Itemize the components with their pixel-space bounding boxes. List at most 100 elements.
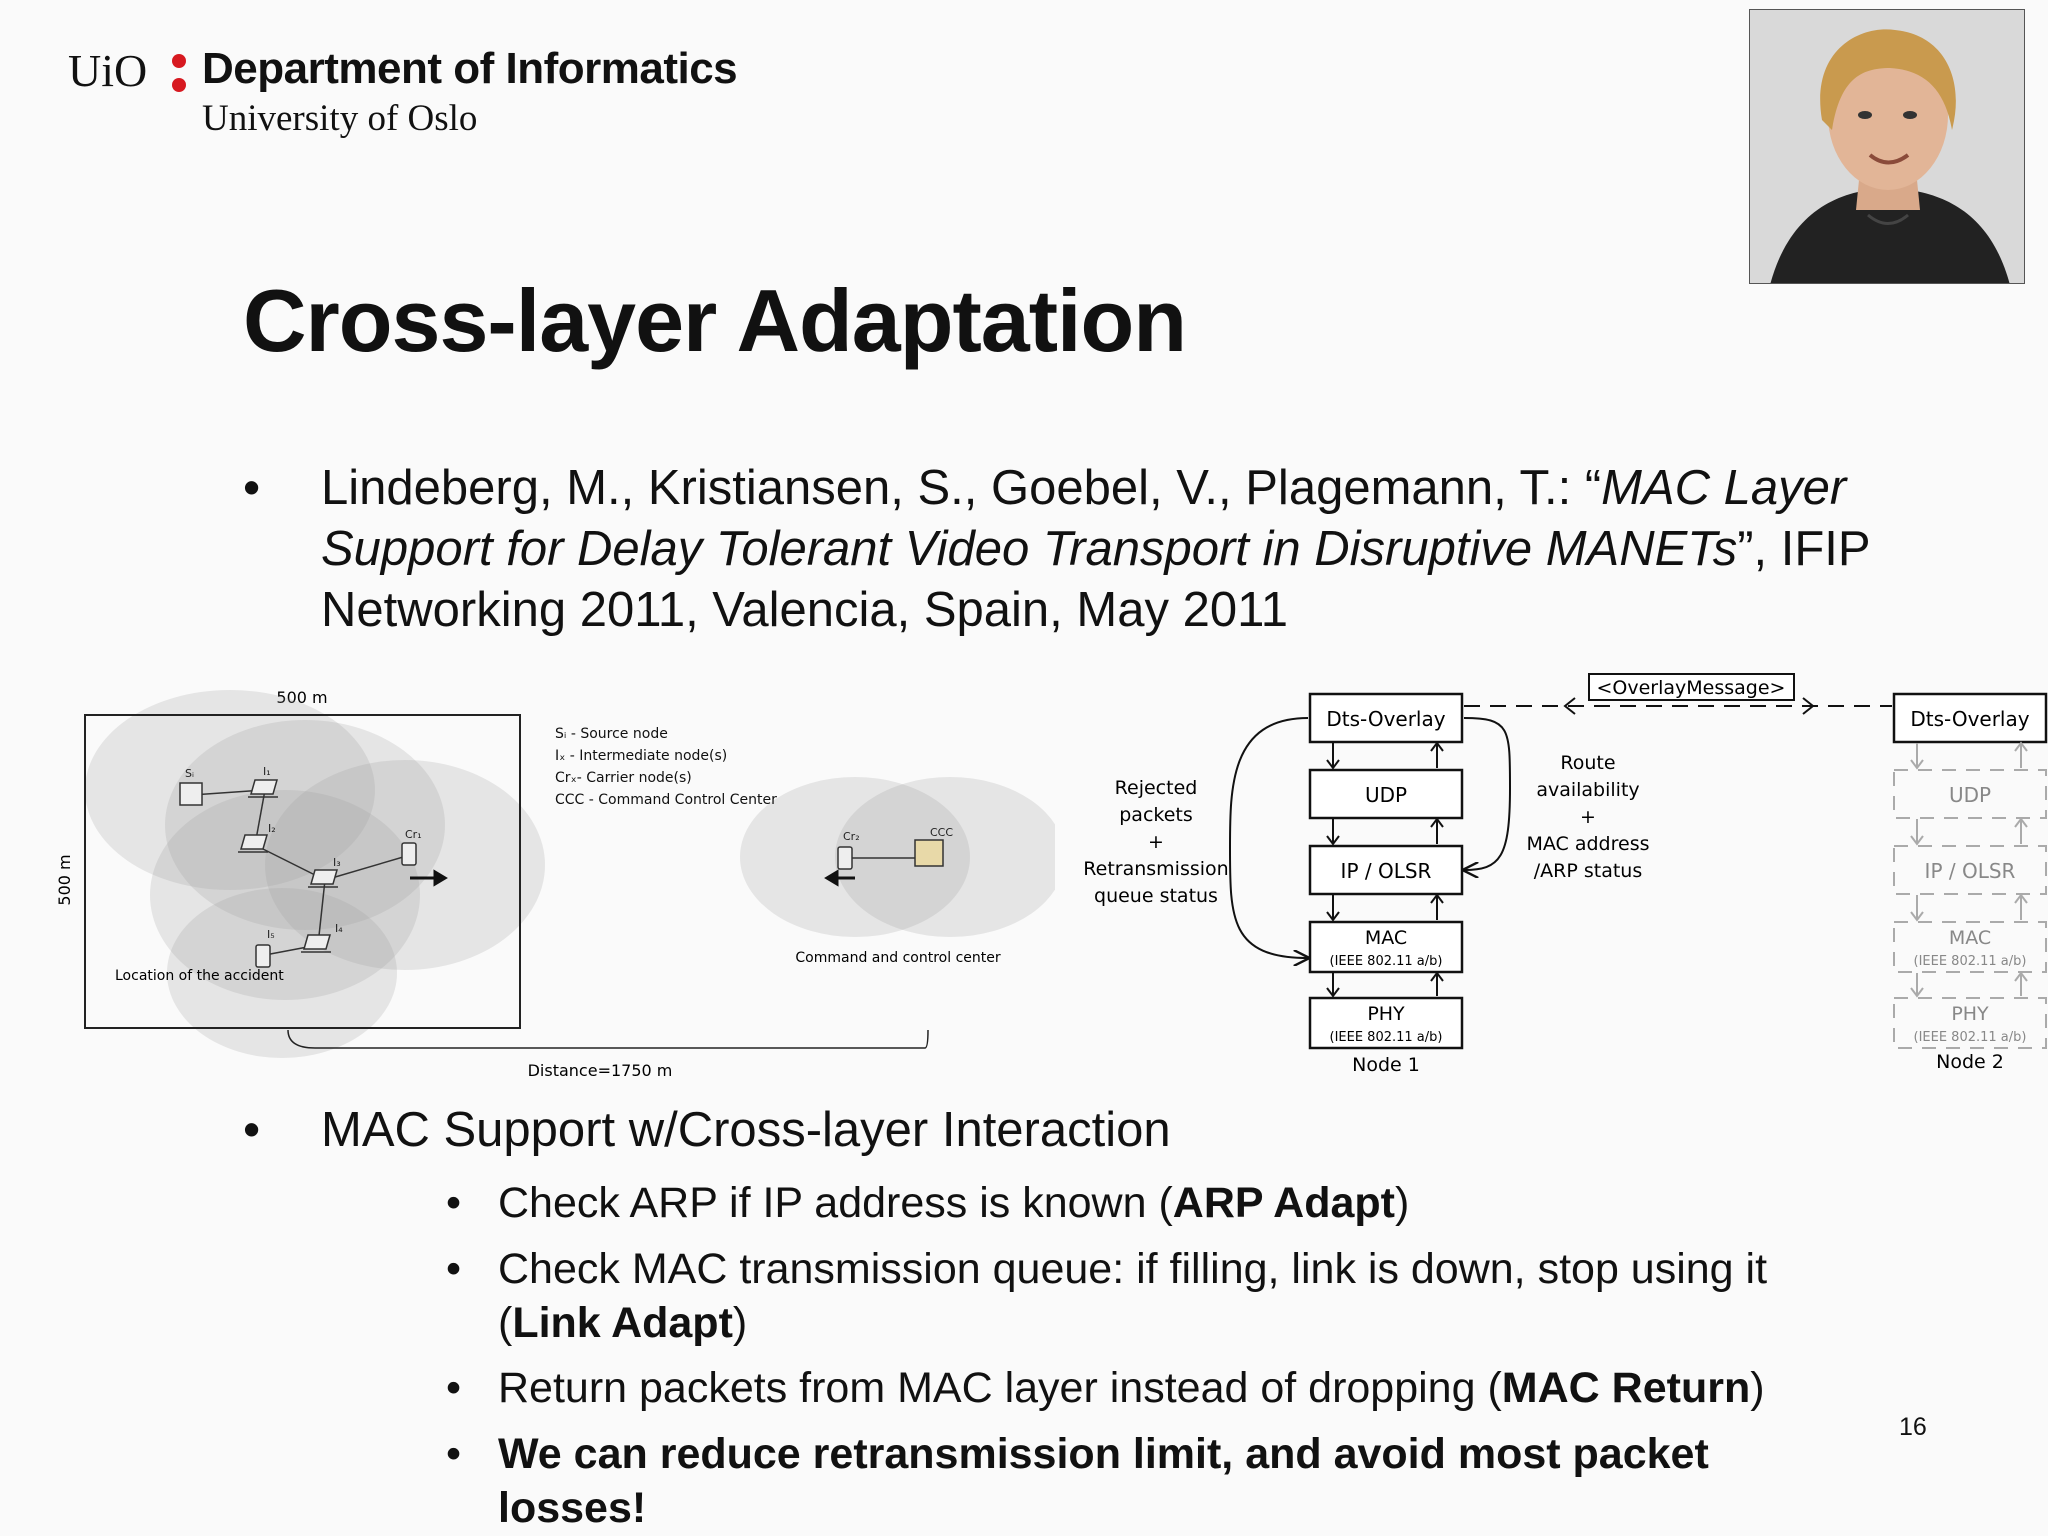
legend-item: CCC - Command Control Center: [555, 792, 777, 808]
logo-uio: UiO: [68, 45, 148, 96]
right-annotation: Route availability + MAC address /ARP st…: [1526, 752, 1649, 882]
annotation-line: /ARP status: [1534, 860, 1642, 882]
laptop-i4-icon: [301, 934, 331, 953]
university-name: University of Oslo: [202, 98, 478, 139]
annotation-line: +: [1580, 806, 1596, 828]
node1-label: Node 1: [1352, 1054, 1420, 1076]
subbullet-text: ): [1750, 1364, 1765, 1412]
node1-layer-name: IP / OLSR: [1341, 859, 1432, 883]
subbullet-emphasis: ARP Adapt: [1172, 1179, 1395, 1227]
legend-item: Iₓ - Intermediate node(s): [555, 748, 727, 764]
annotation-line: Route: [1560, 752, 1615, 774]
ccc-building-icon: [914, 839, 944, 867]
reference-venue: ”, IFIP Networking 2011, Valencia, Spain…: [321, 522, 1870, 637]
node1-layer-name: Dts-Overlay: [1326, 707, 1445, 731]
annotation-line: Retransmission: [1083, 858, 1228, 880]
laptop-i2-icon: [238, 834, 268, 853]
accident-label: Location of the accident: [115, 968, 284, 984]
overlay-message-box: [1588, 673, 1795, 701]
subbullet-emphasis: We can reduce retransmission limit, and …: [498, 1430, 1709, 1532]
node1-ip-box: [1308, 844, 1464, 896]
rejected-packets-curve: [1229, 717, 1308, 958]
subbullet-text: ): [1394, 1179, 1410, 1227]
node2-layer-name: MAC: [1949, 927, 1991, 949]
node1-layer-sub: (IEEE 802.11 a/b): [1330, 1030, 1443, 1045]
node1-udp-box: [1308, 768, 1464, 820]
bullet-marker: •: [243, 461, 261, 515]
bullet-marker: •: [446, 1430, 462, 1478]
node2-stack: Dts-Overlay UDP IP / OLSR MAC (IEEE 802.…: [1892, 692, 2048, 1073]
node2-layer-name: PHY: [1951, 1003, 1989, 1025]
label-i5: I₅: [267, 928, 275, 941]
subbullet-text: Check ARP if IP address is known (: [498, 1179, 1173, 1227]
page-number: 16: [1899, 1413, 1927, 1441]
legend: Sᵢ - Source node Iₓ - Intermediate node(…: [555, 726, 777, 808]
node1-phy-box: [1308, 996, 1464, 1050]
width-label: 500 m: [276, 688, 327, 707]
node1-layer-name: MAC: [1365, 927, 1407, 949]
label-i2: I₂: [268, 822, 276, 835]
label-s: Sᵢ: [185, 767, 194, 780]
network-scenario-diagram: 500 m 500 m Sᵢ I₁ I₂: [55, 688, 1055, 1080]
subbullet-text: Return packets from MAC layer instead of…: [498, 1364, 1502, 1412]
laptop-i1-icon: [248, 779, 278, 798]
phone-cr1-icon: [401, 842, 417, 866]
node2-layer-sub: (IEEE 802.11 a/b): [1914, 954, 2027, 969]
subbullet-emphasis: Link Adapt: [512, 1299, 733, 1347]
node1-stack: Dts-Overlay UDP IP / OLSR MAC (IEEE 802.…: [1308, 692, 1464, 1076]
bullet-marker: •: [243, 1103, 261, 1157]
node2-layer-name: Dts-Overlay: [1910, 707, 2029, 731]
coverage-circles: [85, 690, 1055, 1058]
annotation-line: queue status: [1094, 885, 1218, 907]
phone-i5-icon: [255, 944, 271, 968]
carrier-motion-arrows: [410, 869, 855, 887]
annotation-line: availability: [1536, 779, 1639, 801]
label-ccc: CCC: [930, 826, 953, 839]
laptop-i3-icon: [308, 869, 338, 888]
reference-paper-title: MAC Layer Support for Delay Tolerant Vid…: [321, 461, 1847, 576]
node-s-icon: [179, 782, 203, 806]
node2-layer-name: IP / OLSR: [1925, 859, 2016, 883]
height-label: 500 m: [55, 854, 74, 905]
label-i3: I₃: [333, 856, 341, 869]
reference-authors: Lindeberg, M., Kristiansen, S., Goebel, …: [321, 461, 1602, 515]
label-cr2: Cr₂: [843, 830, 860, 843]
bullet-marker: •: [446, 1245, 462, 1293]
route-availability-curve: [1464, 717, 1512, 870]
protocol-stack-diagram: Dts-Overlay UDP IP / OLSR MAC (IEEE 802.…: [1083, 673, 2048, 1076]
subbullet-emphasis: MAC Return: [1501, 1364, 1751, 1412]
distance-brace: [287, 1029, 929, 1049]
overlay-message-label: <OverlayMessage>: [1597, 677, 1786, 699]
node2-layer-name: UDP: [1949, 783, 1991, 807]
annotation-line: Rejected: [1115, 777, 1198, 799]
node2-dts-overlay-box: [1892, 692, 2048, 744]
node1-layer-name: UDP: [1365, 783, 1407, 807]
annotation-line: packets: [1119, 804, 1193, 826]
reference-text: Lindeberg, M., Kristiansen, S., Goebel, …: [321, 458, 1961, 641]
mac-support-text: MAC Support w/Cross-layer Interaction: [321, 1103, 1171, 1157]
left-annotation: Rejected packets + Retransmission queue …: [1083, 777, 1228, 907]
department-name: Department of Informatics: [202, 44, 738, 93]
legend-item: Crₓ- Carrier node(s): [555, 770, 692, 786]
area-box: [84, 714, 521, 1029]
portrait-photo: [1749, 9, 2025, 284]
annotation-line: +: [1148, 831, 1164, 853]
node1-dts-overlay-box: [1308, 692, 1464, 744]
node1-mac-box: [1308, 920, 1464, 974]
overlay-arrow-left: [1563, 697, 1576, 715]
slide-title: Cross-layer Adaptation: [243, 271, 1187, 370]
label-i1: I₁: [263, 765, 271, 778]
label-i4: I₄: [335, 922, 343, 935]
phone-cr2-icon: [837, 846, 853, 870]
label-cr1: Cr₁: [405, 828, 422, 841]
subbullet-text: Check MAC transmission queue: if filling…: [498, 1245, 1768, 1347]
annotation-line: MAC address: [1526, 833, 1649, 855]
node1-layer-sub: (IEEE 802.11 a/b): [1330, 954, 1443, 969]
distance-label: Distance=1750 m: [528, 1061, 673, 1080]
subbullet-text: ): [732, 1299, 748, 1347]
bullet-marker: •: [446, 1179, 462, 1227]
node2-label: Node 2: [1936, 1051, 2004, 1073]
legend-item: Sᵢ - Source node: [555, 726, 668, 742]
logo-colon-icon: [172, 54, 186, 94]
overlay-arrow-right: [1802, 697, 1815, 715]
